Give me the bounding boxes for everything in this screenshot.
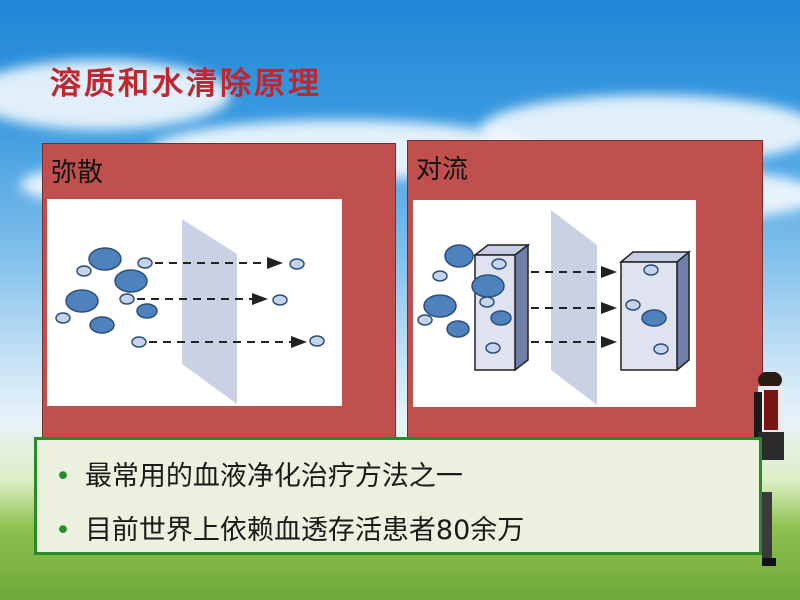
small-molecule (491, 258, 507, 270)
person-figure (744, 371, 792, 568)
small-molecule (76, 265, 92, 277)
large-molecule (471, 274, 505, 298)
convection-panel: 对流 (407, 140, 763, 442)
arrow-head (601, 336, 617, 348)
convection-diagram (413, 200, 696, 407)
info-box: • 最常用的血液净化治疗方法之一 • 目前世界上依赖血透存活患者80余万 (34, 437, 762, 555)
arrow-head (252, 293, 268, 305)
large-molecule (641, 309, 667, 327)
small-molecule (137, 257, 153, 269)
bullet-item: • 目前世界上依赖血透存活患者80余万 (55, 508, 524, 547)
small-molecule (119, 293, 135, 305)
small-molecule (625, 299, 641, 311)
small-molecule (131, 336, 147, 348)
membrane (182, 219, 237, 404)
large-molecule (444, 244, 474, 268)
arrow-head (267, 257, 283, 269)
diffusion-diagram (47, 199, 342, 406)
small-molecule (309, 335, 325, 347)
small-molecule (272, 294, 288, 306)
small-molecule (55, 312, 71, 324)
bullet-text: 目前世界上依赖血透存活患者80余万 (84, 515, 525, 546)
arrow-head (601, 266, 617, 278)
arrow-head (291, 336, 307, 348)
large-molecule (65, 289, 99, 313)
large-molecule (89, 316, 115, 334)
large-molecule (446, 320, 470, 338)
bullet-marker: • (55, 461, 71, 492)
bullet-marker: • (55, 515, 71, 546)
diffusion-label: 弥散 (51, 158, 104, 188)
small-molecule (432, 270, 448, 282)
large-molecule (490, 310, 512, 326)
small-molecule (653, 343, 669, 355)
small-molecule (643, 264, 659, 276)
small-molecule (417, 314, 433, 326)
large-molecule (114, 269, 148, 293)
diffusion-panel: 弥散 (42, 143, 396, 441)
small-molecule (289, 258, 305, 270)
large-molecule (136, 303, 158, 319)
bullet-text: 最常用的血液净化治疗方法之一 (84, 461, 463, 492)
convection-label: 对流 (416, 155, 469, 185)
bullet-item: • 最常用的血液净化治疗方法之一 (55, 454, 463, 493)
large-molecule (423, 294, 457, 318)
small-molecule (479, 296, 495, 308)
slide-title: 溶质和水清除原理 (50, 66, 322, 102)
large-molecule (88, 247, 122, 271)
arrow-head (601, 302, 617, 314)
small-molecule (485, 342, 501, 354)
